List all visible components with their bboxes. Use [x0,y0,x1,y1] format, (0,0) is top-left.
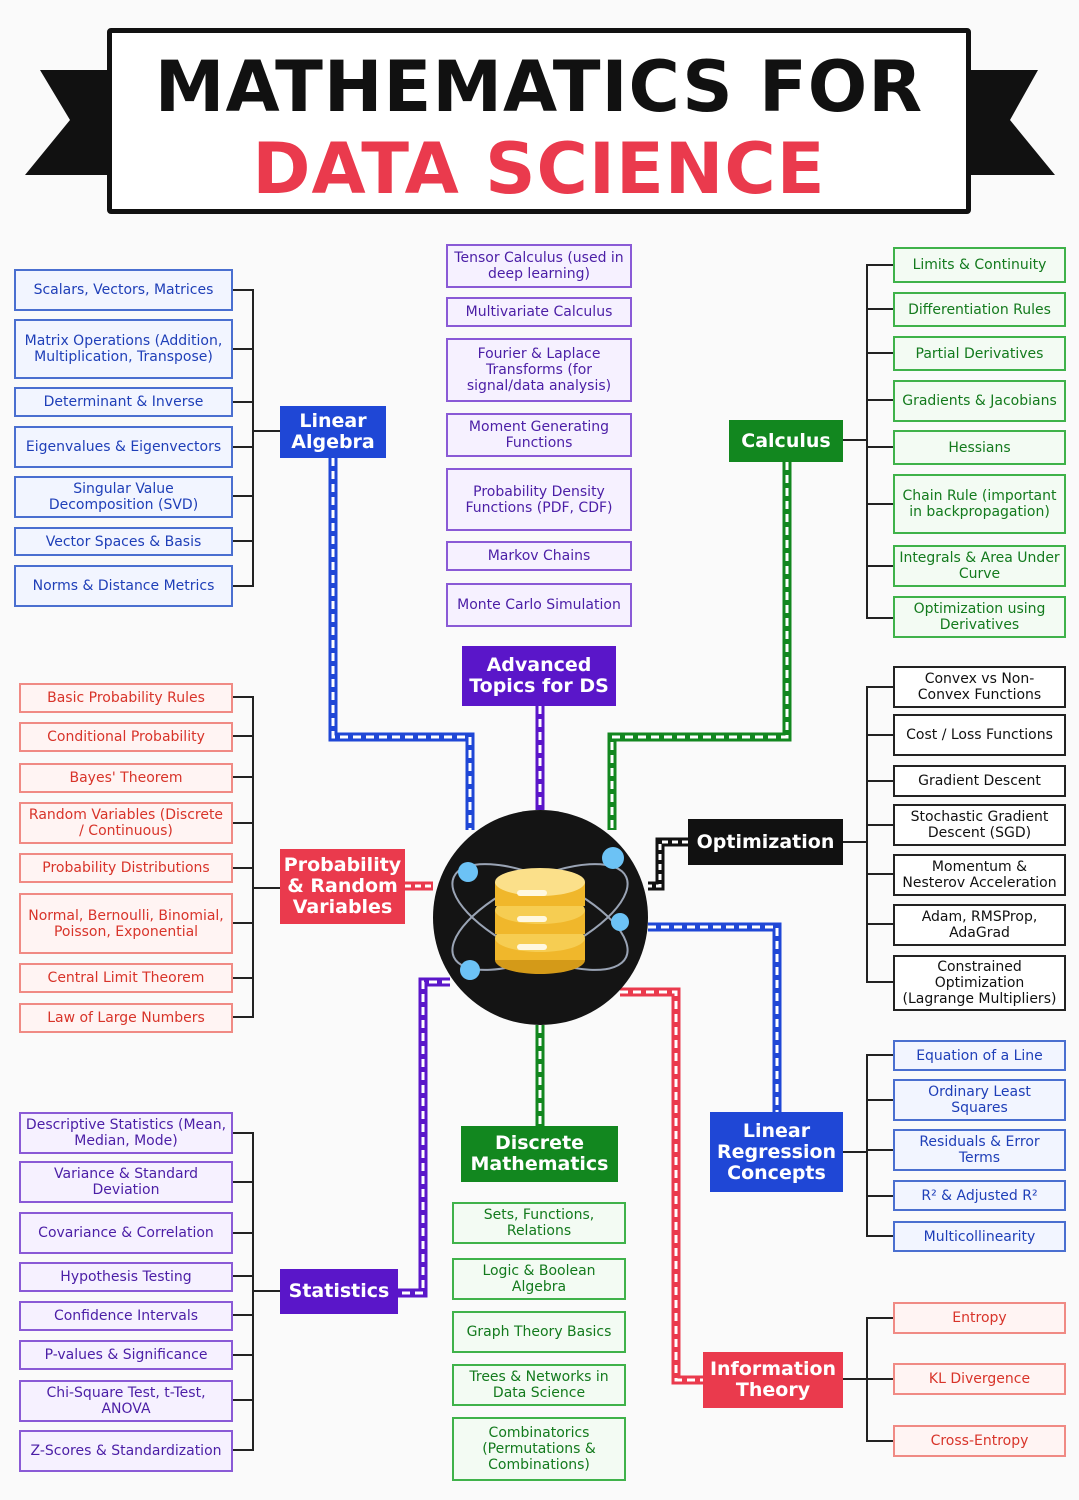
regression-item[interactable]: Ordinary Least Squares [893,1079,1066,1121]
prob-item[interactable]: Random Variables (Discrete / Continuous) [19,802,233,844]
stats-item[interactable]: Chi-Square Test, t-Test, ANOVA [19,1380,233,1422]
prob-item[interactable]: Conditional Probability [19,722,233,752]
ribbon-right [971,70,1055,175]
calc-item[interactable]: Partial Derivatives [893,336,1066,371]
calc-item[interactable]: Gradients & Jacobians [893,380,1066,422]
la-item[interactable]: Determinant & Inverse [14,387,233,417]
calc-item[interactable]: Differentiation Rules [893,292,1066,327]
opt-item[interactable]: Momentum & Nesterov Acceleration [893,854,1066,896]
stats-item[interactable]: Covariance & Correlation [19,1212,233,1254]
stats-item[interactable]: Descriptive Statistics (Mean, Median, Mo… [19,1112,233,1154]
adv-item[interactable]: Markov Chains [446,541,632,571]
prob-item[interactable]: Normal, Bernoulli, Binomial, Poisson, Ex… [19,893,233,954]
calc-item[interactable]: Hessians [893,430,1066,465]
regression-item[interactable]: R² & Adjusted R² [893,1180,1066,1211]
database-hub-icon [433,810,648,1025]
calc-item[interactable]: Optimization using Derivatives [893,596,1066,638]
calc-item[interactable]: Chain Rule (important in backpropagation… [893,474,1066,534]
prob-item[interactable]: Central Limit Theorem [19,963,233,993]
regression-item[interactable]: Multicollinearity [893,1221,1066,1252]
topic-calculus[interactable]: Calculus [729,420,843,462]
info-item[interactable]: KL Divergence [893,1363,1066,1395]
topic-information-theory[interactable]: Information Theory [703,1352,843,1408]
la-item[interactable]: Singular Value Decomposition (SVD) [14,476,233,518]
prob-item[interactable]: Basic Probability Rules [19,683,233,713]
opt-item[interactable]: Cost / Loss Functions [893,714,1066,756]
prob-item[interactable]: Bayes' Theorem [19,763,233,793]
stats-item[interactable]: P-values & Significance [19,1340,233,1370]
regression-item[interactable]: Residuals & Error Terms [893,1129,1066,1171]
la-item[interactable]: Scalars, Vectors, Matrices [14,269,233,311]
adv-item[interactable]: Fourier & Laplace Transforms (for signal… [446,338,632,402]
la-item[interactable]: Norms & Distance Metrics [14,565,233,607]
title-line-2: DATA SCIENCE [252,128,826,210]
topic-discrete[interactable]: Discrete Mathematics [461,1126,618,1182]
opt-item[interactable]: Adam, RMSProp, AdaGrad [893,904,1066,946]
topic-statistics[interactable]: Statistics [280,1269,398,1314]
opt-item[interactable]: Convex vs Non-Convex Functions [893,666,1066,708]
topic-optimization[interactable]: Optimization [688,819,843,865]
adv-item[interactable]: Moment Generating Functions [446,413,632,457]
stats-item[interactable]: Variance & Standard Deviation [19,1161,233,1203]
regression-item[interactable]: Equation of a Line [893,1040,1066,1071]
topic-advanced[interactable]: Advanced Topics for DS [462,646,616,706]
la-item[interactable]: Eigenvalues & Eigenvectors [14,426,233,468]
stats-item[interactable]: Confidence Intervals [19,1301,233,1331]
topic-linear-regression[interactable]: Linear Regression Concepts [710,1112,843,1192]
stats-item[interactable]: Hypothesis Testing [19,1262,233,1292]
adv-item[interactable]: Multivariate Calculus [446,297,632,327]
la-item[interactable]: Vector Spaces & Basis [14,527,233,556]
adv-item[interactable]: Probability Density Functions (PDF, CDF) [446,468,632,531]
info-item[interactable]: Entropy [893,1302,1066,1334]
discrete-item[interactable]: Sets, Functions, Relations [452,1202,626,1244]
topic-probability[interactable]: Probability & Random Variables [280,849,405,924]
calc-item[interactable]: Limits & Continuity [893,247,1066,283]
info-item[interactable]: Cross-Entropy [893,1425,1066,1457]
ribbon-left [25,70,107,175]
title-line-1: MATHEMATICS FOR [154,46,924,128]
stats-item[interactable]: Z-Scores & Standardization [19,1430,233,1472]
opt-item[interactable]: Stochastic Gradient Descent (SGD) [893,804,1066,846]
adv-item[interactable]: Monte Carlo Simulation [446,583,632,627]
opt-item[interactable]: Gradient Descent [893,765,1066,797]
discrete-item[interactable]: Graph Theory Basics [452,1311,626,1353]
la-item[interactable]: Matrix Operations (Addition, Multiplicat… [14,319,233,379]
calc-item[interactable]: Integrals & Area Under Curve [893,545,1066,587]
prob-item[interactable]: Law of Large Numbers [19,1003,233,1033]
adv-item[interactable]: Tensor Calculus (used in deep learning) [446,244,632,288]
topic-linear-algebra[interactable]: Linear Algebra [280,406,386,458]
title-banner: MATHEMATICS FOR DATA SCIENCE [107,28,971,214]
discrete-item[interactable]: Logic & Boolean Algebra [452,1258,626,1300]
prob-item[interactable]: Probability Distributions [19,853,233,883]
opt-item[interactable]: Constrained Optimization (Lagrange Multi… [893,955,1066,1011]
discrete-item[interactable]: Trees & Networks in Data Science [452,1364,626,1406]
discrete-item[interactable]: Combinatorics (Permutations & Combinatio… [452,1417,626,1481]
